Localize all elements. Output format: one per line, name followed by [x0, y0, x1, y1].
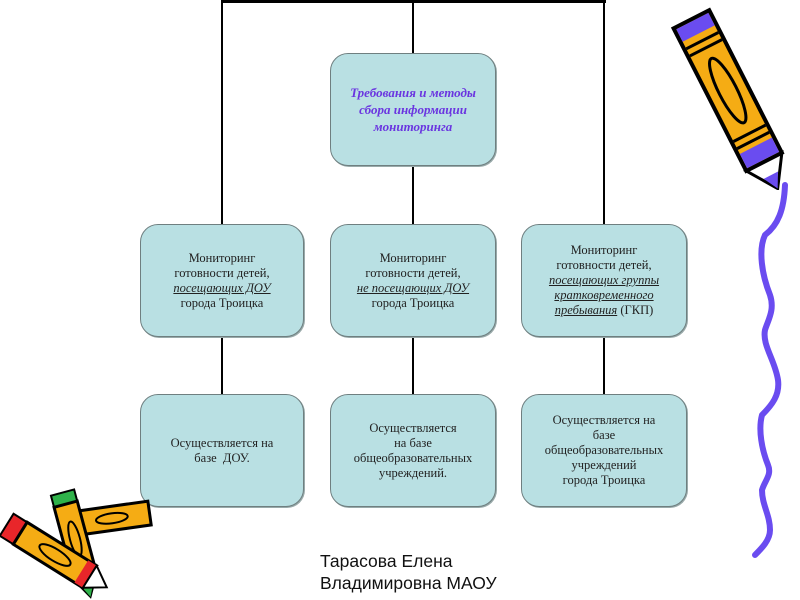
- pencil-icon: [670, 7, 785, 190]
- connector-left-vertical: [221, 0, 223, 394]
- root-title-line: Требования и методы: [350, 85, 476, 100]
- node-text: Осуществляется на: [170, 435, 274, 450]
- node-text: Осуществляется: [369, 420, 457, 435]
- node-text: базе ДОУ.: [194, 450, 250, 465]
- node-text: учреждений.: [378, 465, 448, 480]
- author-caption: Тарасова Елена Владимировна МАОУ: [320, 550, 497, 594]
- node-emphasis: не посещающих ДОУ: [356, 280, 470, 295]
- node-text: города Троицка: [562, 473, 646, 487]
- monitoring-node-dou: Мониторинг готовности детей, посещающих …: [140, 224, 304, 337]
- node-text: Мониторинг: [188, 250, 256, 265]
- author-line: Владимировна МАОУ: [320, 573, 497, 593]
- basis-node-schools: Осуществляется на базе общеобразовательн…: [330, 394, 496, 507]
- node-emphasis: пребывания: [554, 303, 618, 317]
- node-text: общеобразовательных: [544, 443, 664, 457]
- monitoring-node-gkp: Мониторинг готовности детей, посещающих …: [521, 224, 687, 337]
- node-text-line: пребывания (ГКП): [555, 303, 654, 318]
- node-emphasis: кратковременного: [554, 288, 654, 302]
- node-text: Мониторинг: [570, 243, 638, 257]
- node-text: базе: [592, 428, 616, 442]
- root-node: Требования и методы сбора информации мон…: [330, 53, 496, 166]
- node-emphasis: посещающих ДОУ: [173, 280, 271, 295]
- connector-top-horizontal: [222, 0, 606, 3]
- node-text: города Троицка: [371, 295, 455, 310]
- connector-right-vertical: [603, 0, 605, 394]
- node-text: общеобразовательных: [353, 450, 473, 465]
- node-text: готовности детей,: [174, 265, 270, 280]
- node-text: готовности детей,: [556, 258, 652, 272]
- node-emphasis: посещающих группы: [548, 273, 660, 287]
- node-text: Мониторинг: [379, 250, 447, 265]
- basis-node-city-schools: Осуществляется на базе общеобразовательн…: [521, 394, 687, 507]
- monitoring-node-non-dou: Мониторинг готовности детей, не посещающ…: [330, 224, 496, 337]
- node-text: на базе: [394, 435, 432, 450]
- node-text: учреждений: [571, 458, 637, 472]
- author-line: Тарасова Елена: [320, 551, 453, 571]
- crossed-pencils-icon: [0, 488, 153, 599]
- basis-node-dou: Осуществляется на базе ДОУ.: [140, 394, 304, 507]
- node-text: города Троицка: [180, 295, 264, 310]
- node-text: Осуществляется на: [552, 413, 656, 427]
- root-title-line: сбора информации: [359, 102, 467, 117]
- scribble-line: [752, 182, 788, 558]
- node-text: (ГКП): [617, 303, 654, 317]
- node-text: готовности детей,: [365, 265, 461, 280]
- root-title-line: мониторинга: [373, 119, 453, 134]
- connector-center-vertical: [412, 0, 414, 394]
